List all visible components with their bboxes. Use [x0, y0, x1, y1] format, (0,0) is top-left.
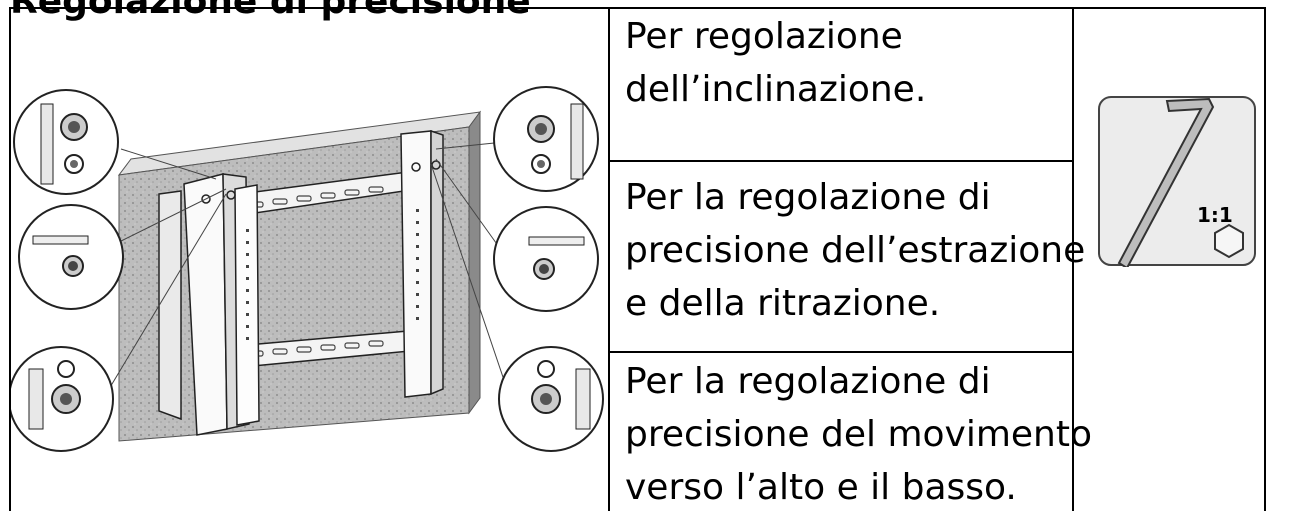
detail-callout-bottom-right [498, 346, 604, 452]
detail-callout-top-left [13, 89, 119, 195]
detail-callouts [11, 86, 604, 452]
detail-callout-bottom-left [11, 346, 114, 452]
row-divider [608, 160, 1072, 162]
hex-key-icon [1098, 96, 1256, 267]
left-vertical-arm [158, 173, 260, 436]
section-heading: Regolazione di precisione [10, 0, 531, 22]
adjustment-table [9, 7, 1266, 511]
height-adjustment-text: Per la regolazione di precisione del mov… [625, 361, 1093, 508]
wall-mount-illustration [11, 86, 604, 452]
detail-callout-top-right [493, 86, 599, 192]
leader-lines [108, 141, 508, 390]
table-right-border [1264, 9, 1266, 511]
detail-callout-mid-left [18, 204, 124, 310]
scale-label: 1:1 [1197, 203, 1233, 227]
column-divider [1072, 9, 1074, 511]
column-divider [608, 9, 610, 511]
right-vertical-arm [400, 129, 444, 398]
tilt-adjustment-text: Per regolazione dell’inclinazione. [625, 16, 927, 110]
row-divider [608, 351, 1072, 353]
extension-adjustment-text: Per la regolazione di precisione dell’es… [625, 177, 1086, 324]
detail-callout-mid-right [493, 206, 599, 312]
